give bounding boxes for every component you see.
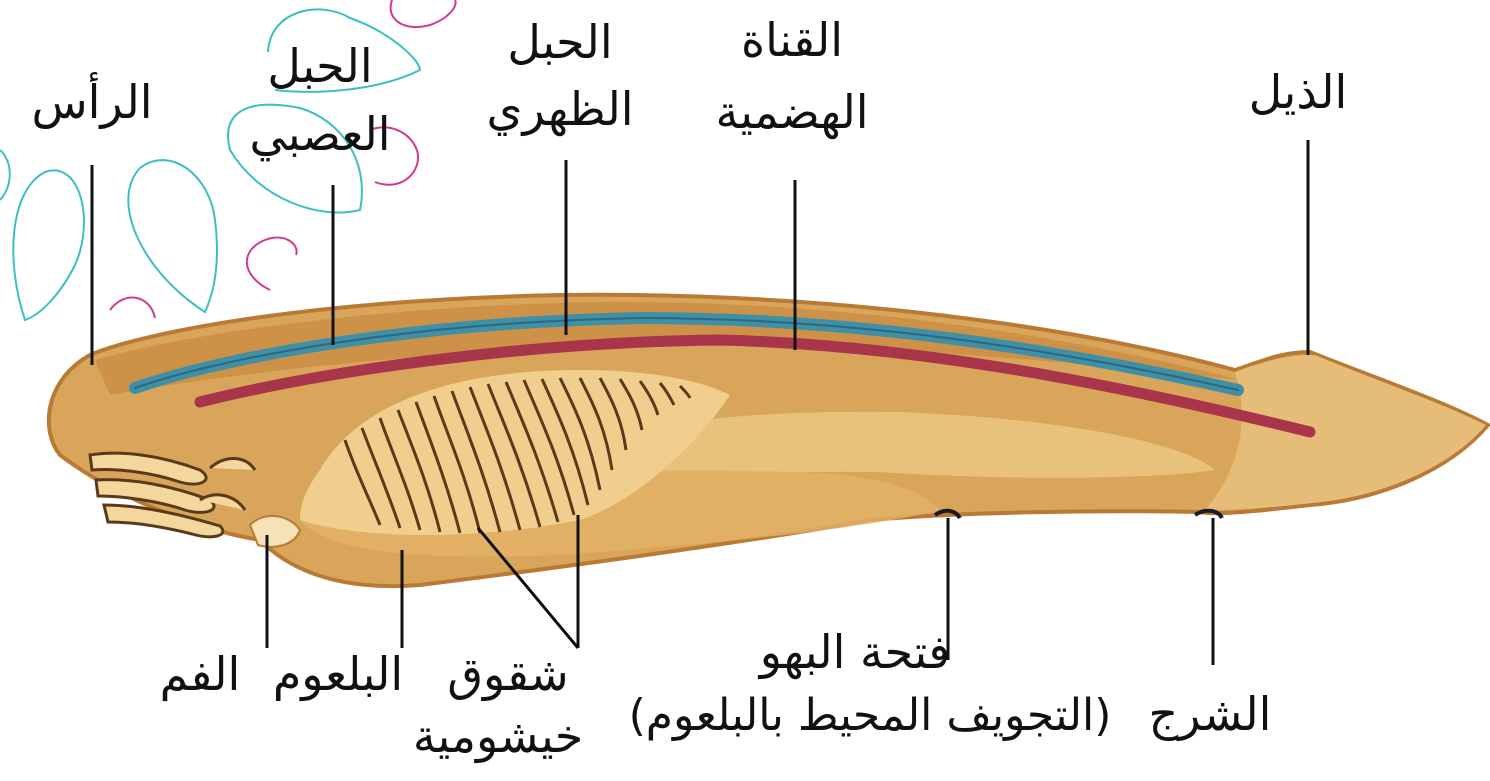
label-gill-slits-line1: شقوق: [447, 647, 568, 702]
label-tail: الذيل: [1249, 65, 1348, 119]
label-head: الرأس: [31, 72, 152, 130]
label-atriopore-line2: (التجويف المحيط بالبلعوم): [629, 690, 1112, 741]
teal-teardrop-1: [13, 170, 84, 320]
label-pharynx: البلعوم: [273, 647, 403, 702]
tail-fin: [1205, 355, 1486, 510]
label-anus: الشرج: [1149, 687, 1272, 742]
label-atriopore-line1: فتحة البهو: [758, 625, 951, 680]
label-gut-line1: القناة: [741, 13, 843, 67]
label-notochord-line1: الحبل: [507, 15, 612, 69]
magenta-circle-1: [391, 0, 456, 27]
label-gut-line2: الهضمية: [715, 85, 868, 139]
magenta-arc-3: [247, 238, 297, 290]
label-gill-slits-line2: خيشومية: [413, 709, 583, 764]
magenta-arc-4: [110, 298, 155, 318]
label-notochord-line2: الظهري: [486, 82, 633, 137]
label-nerve-cord-line1: الحبل: [267, 39, 372, 93]
teal-small-5: [0, 150, 10, 200]
amphioxus-body: [49, 295, 1488, 586]
label-mouth: الفم: [160, 647, 241, 701]
label-nerve-cord-line2: العصبي: [249, 107, 390, 162]
teal-teardrop-2: [128, 160, 217, 312]
